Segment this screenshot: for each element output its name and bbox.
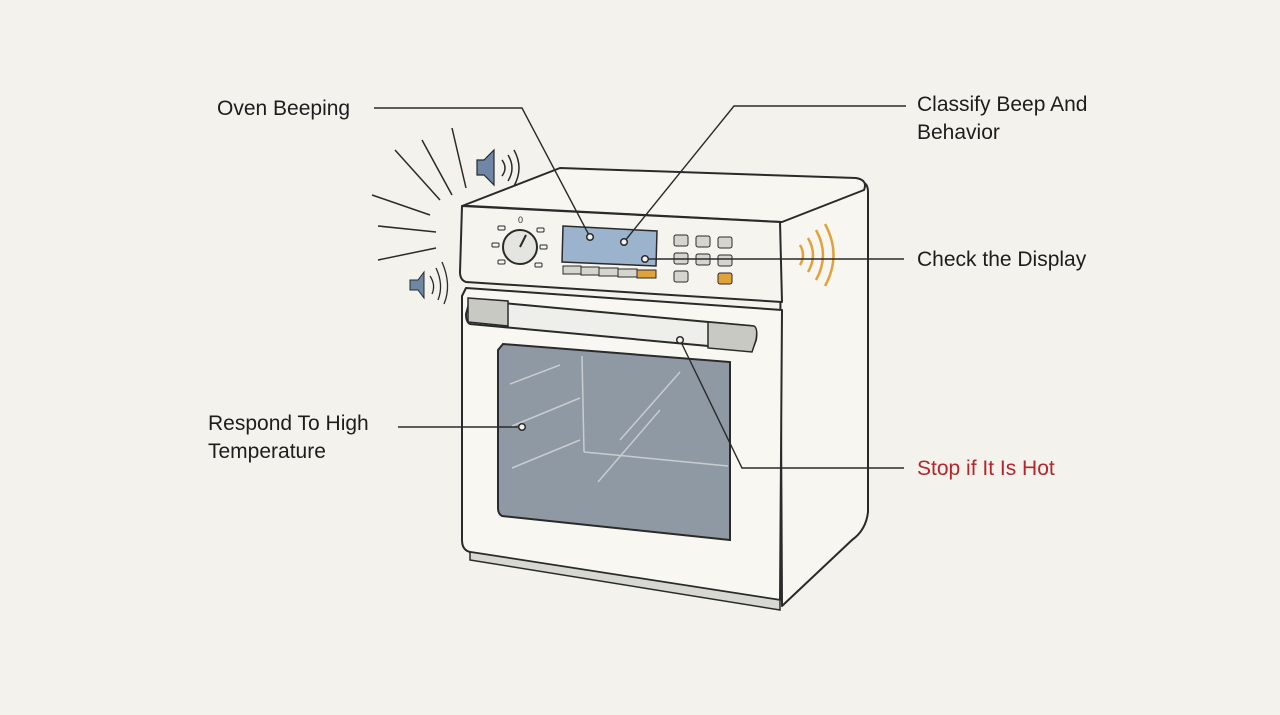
- leader-stop-hot: [679, 339, 904, 469]
- label-classify-line2: Behavior: [917, 121, 1000, 144]
- leader-oven-beeping: [374, 107, 591, 238]
- label-check-display: Check the Display: [917, 248, 1087, 271]
- oven-side-face: [779, 181, 869, 607]
- dial-zero-mark: 0: [518, 215, 523, 225]
- leader-dots: [517, 232, 685, 432]
- temperature-dial[interactable]: 0: [491, 215, 548, 268]
- label-respond-line1: Respond To High: [208, 412, 369, 435]
- leader-lines: [374, 105, 906, 469]
- oven-interior-lines: [509, 355, 729, 483]
- beep-sound-lines: [371, 127, 467, 261]
- oven-base: [469, 551, 781, 611]
- door-handle[interactable]: [464, 297, 758, 353]
- leader-classify: [623, 105, 906, 243]
- display-strip-buttons[interactable]: [562, 265, 657, 279]
- label-stop-hot: Stop if It Is Hot: [917, 457, 1055, 480]
- label-oven-beeping: Oven Beeping: [217, 97, 351, 120]
- speaker-icon: [476, 148, 520, 187]
- keypad[interactable]: [673, 234, 733, 285]
- speaker-small-icon: [409, 261, 449, 305]
- oven-top-face: [461, 167, 866, 223]
- beep-waves-icon: [798, 223, 835, 287]
- label-classify-line1: Classify Beep And: [917, 93, 1088, 116]
- oven-window: [497, 342, 731, 542]
- control-display: [561, 225, 658, 267]
- label-respond-line2: Temperature: [208, 440, 326, 463]
